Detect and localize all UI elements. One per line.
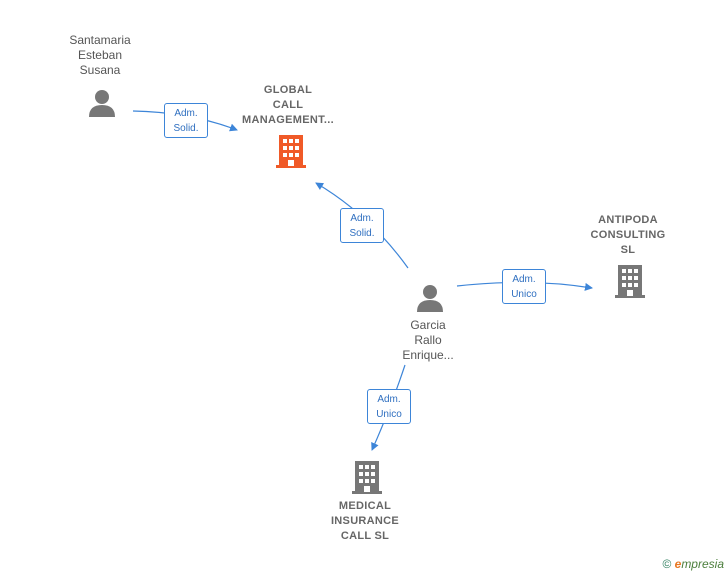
node-garcia-line-3: Enrique... xyxy=(402,348,454,362)
node-medical-line-3: CALL SL xyxy=(340,530,390,542)
node-garcia-label[interactable]: Garcia Rallo Enrique... xyxy=(383,318,473,363)
node-garcia-line-1: Garcia xyxy=(410,318,446,332)
relation-label[interactable]: Adm. Solid. xyxy=(164,103,208,138)
node-santamaria-line-2: Esteban xyxy=(77,48,123,62)
node-antipoda-line-1: ANTIPODA xyxy=(598,214,658,226)
relation-label-type: Solid. xyxy=(349,228,375,239)
relation-label[interactable]: Adm. Unico xyxy=(367,389,411,424)
person-icon[interactable] xyxy=(87,88,117,118)
relation-label-type: Unico xyxy=(376,409,402,420)
relation-label[interactable]: Adm. Solid. xyxy=(340,208,384,243)
node-global-label[interactable]: GLOBAL CALL MANAGEMENT... xyxy=(228,83,348,128)
node-global-line-1: GLOBAL xyxy=(263,84,313,96)
copyright-icon: © xyxy=(662,557,672,571)
building-icon[interactable] xyxy=(614,264,646,298)
node-global-line-3: MANAGEMENT... xyxy=(242,114,334,126)
footer-brand: © empresia xyxy=(662,557,724,571)
brand-logo-text: mpresia xyxy=(681,557,724,571)
node-santamaria-line-1: Santamaria xyxy=(69,33,131,47)
relation-label-type: Solid. xyxy=(173,123,199,134)
relation-label-type: Unico xyxy=(511,289,537,300)
node-santamaria-label[interactable]: Santamaria Esteban Susana xyxy=(55,33,145,78)
node-medical-line-1: MEDICAL xyxy=(338,500,392,512)
building-icon[interactable] xyxy=(351,460,383,494)
node-antipoda-line-3: SL xyxy=(620,244,636,256)
relation-label-role: Adm. xyxy=(174,108,198,119)
node-santamaria-line-3: Susana xyxy=(79,63,121,77)
node-antipoda-label[interactable]: ANTIPODA CONSULTING SL xyxy=(578,213,678,258)
relation-label-role: Adm. xyxy=(512,274,536,285)
relation-label[interactable]: Adm. Unico xyxy=(502,269,546,304)
node-medical-line-2: INSURANCE xyxy=(330,515,400,527)
person-icon[interactable] xyxy=(415,283,445,313)
node-global-line-2: CALL xyxy=(272,99,304,111)
node-antipoda-line-2: CONSULTING xyxy=(590,229,666,241)
building-icon[interactable] xyxy=(275,134,307,168)
relation-label-role: Adm. xyxy=(377,394,401,405)
node-garcia-line-2: Rallo xyxy=(414,333,442,347)
node-medical-label[interactable]: MEDICAL INSURANCE CALL SL xyxy=(315,499,415,544)
brand-logo-e: e xyxy=(674,557,682,571)
relation-label-role: Adm. xyxy=(350,213,374,224)
